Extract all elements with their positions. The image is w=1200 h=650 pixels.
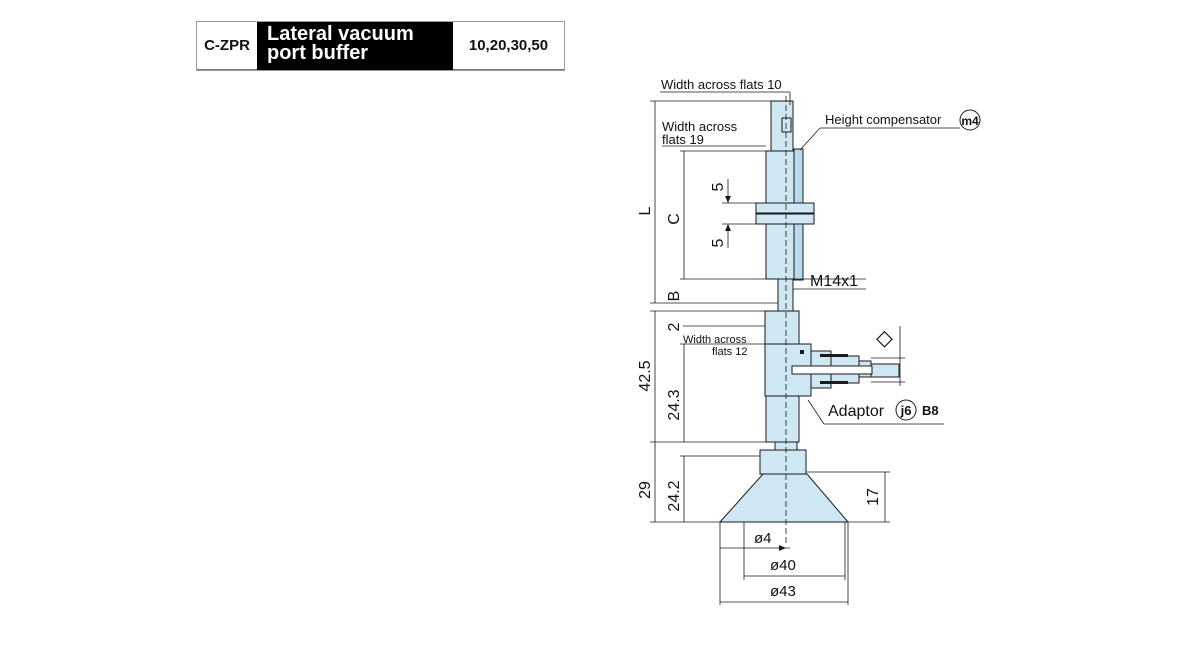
dim-phi43-text: ø43 xyxy=(770,583,796,600)
product-name-line1: Lateral vacuum xyxy=(267,23,414,45)
adaptor-ref: B8 xyxy=(922,403,939,418)
arrow-5a xyxy=(725,196,731,203)
arrow-phi4 xyxy=(779,545,786,551)
dim-5b-text: 5 xyxy=(710,238,727,247)
adaptor-badge: j6 xyxy=(900,403,912,418)
label-adaptor: Adaptor xyxy=(828,403,885,420)
dim-5a-text: 5 xyxy=(710,182,727,191)
dim-2-text: 2 xyxy=(666,322,683,331)
oring-mark xyxy=(800,350,804,354)
seal-mark-1 xyxy=(820,354,848,357)
leader-adaptor xyxy=(807,399,825,425)
dim-24-3-text: 24.3 xyxy=(666,389,683,420)
height-comp-badge: m4 xyxy=(961,114,979,128)
adaptor-badge-circle xyxy=(895,399,917,421)
label-thread: M14x1 xyxy=(810,273,858,290)
port-bore xyxy=(791,365,873,375)
product-name: Lateral vacuum port buffer xyxy=(257,22,453,70)
dim-42-5-text: 42.5 xyxy=(637,360,654,391)
model-code: C-ZPR xyxy=(197,22,257,70)
adaptor-lower xyxy=(765,395,800,443)
dim-24-2-text: 24.2 xyxy=(666,480,683,511)
leader-height-comp xyxy=(799,127,821,151)
label-height-comp: Height compensator xyxy=(825,112,942,127)
nut-upper xyxy=(755,202,815,214)
label-wf10: Width across flats 10 xyxy=(661,77,782,92)
title-block: C-ZPR Lateral vacuum port buffer 10,20,3… xyxy=(196,21,565,71)
product-name-line2: port buffer xyxy=(267,42,369,64)
pad-hub xyxy=(759,449,807,475)
label-wf19-2: flats 19 xyxy=(662,132,704,147)
port-symbol: ◇ xyxy=(876,325,893,350)
dim-17-text: 17 xyxy=(865,488,882,506)
neck xyxy=(777,278,794,312)
dim-B-text: B xyxy=(666,291,683,302)
size-list: 10,20,30,50 xyxy=(453,22,564,70)
dim-L-text: L xyxy=(637,206,654,215)
dim-phi40-text: ø40 xyxy=(770,557,796,574)
label-wf12-1: Width across xyxy=(683,334,747,346)
nut-lower xyxy=(755,213,815,225)
dim-29-text: 29 xyxy=(637,481,654,499)
vacuum-pad xyxy=(718,473,850,523)
dim-phi4-text: ø4 xyxy=(754,530,772,547)
mid-collar xyxy=(764,310,800,345)
dim-C-text: C xyxy=(666,213,683,225)
height-comp-badge-circle xyxy=(959,109,981,131)
label-wf12-2: flats 12 xyxy=(712,346,747,358)
seal-mark-2 xyxy=(820,381,848,384)
arrow-5b xyxy=(725,224,731,231)
top-shaft-slot xyxy=(781,117,792,133)
label-wf19-1: Width across xyxy=(662,119,738,134)
port-tube xyxy=(870,363,900,378)
